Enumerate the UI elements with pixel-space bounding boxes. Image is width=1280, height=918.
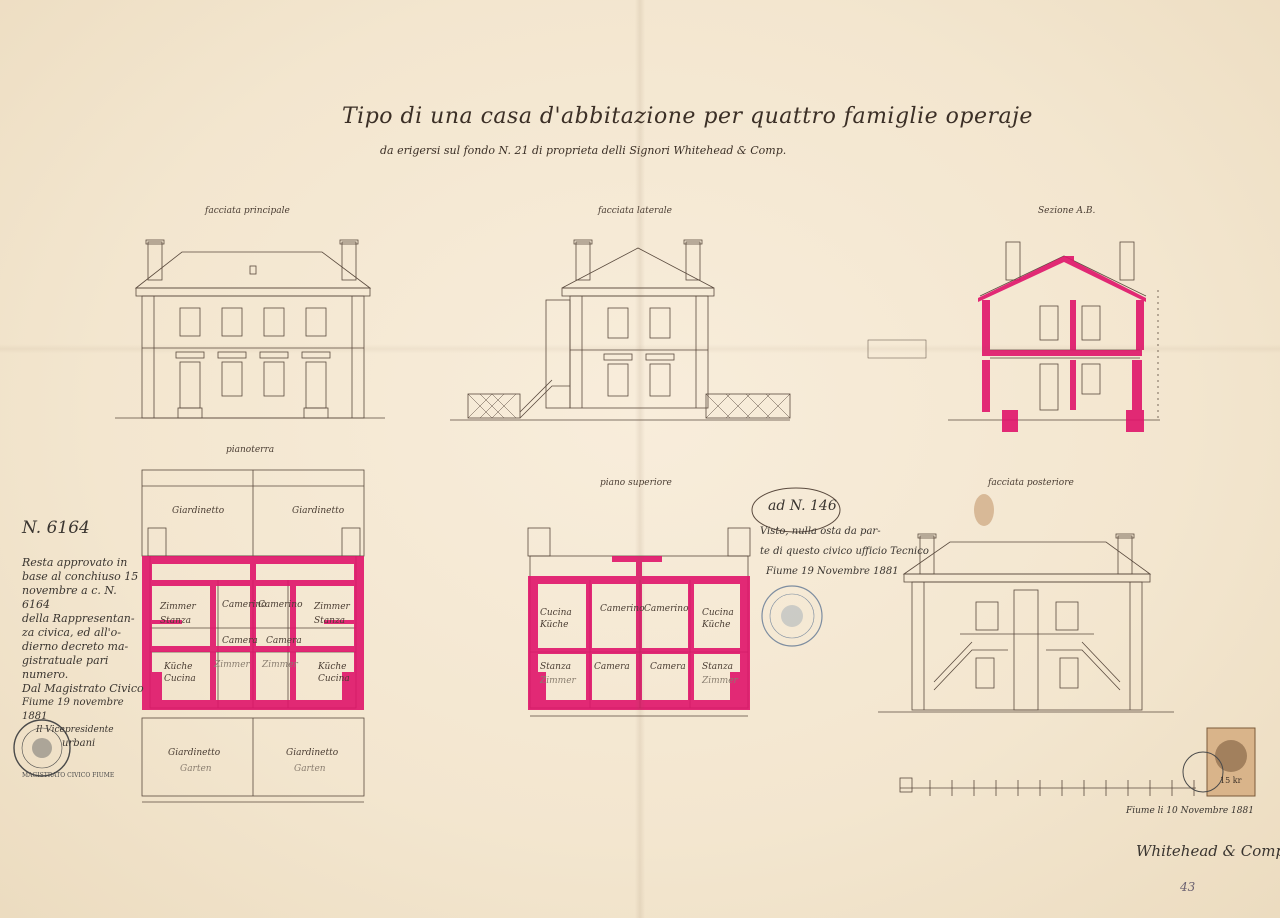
visto-ref: ad N. 146 — [768, 498, 837, 514]
label-giardinetto-2: Giardinetto — [292, 506, 345, 516]
room-cucina-1: Cucina — [164, 674, 196, 684]
room-zimmer-5: Zimmer — [540, 676, 576, 686]
room-camerino-2: Camerino — [258, 600, 303, 610]
approval-line: za civica, ed all'o- — [22, 626, 121, 639]
room-kuche-4: Küche — [702, 620, 731, 630]
room-kuche-3: Küche — [540, 620, 569, 630]
approval-line: Resta approvato in — [22, 556, 128, 569]
room-camera-1: Camera — [222, 636, 258, 646]
approval-note: Resta approvato in base al conchiuso 15 … — [22, 556, 148, 750]
label-sezione: Sezione A.B. — [1038, 206, 1096, 216]
room-camerino-1: Camerino — [222, 600, 267, 610]
room-zimmer-6: Zimmer — [702, 676, 738, 686]
visto-line-2: te di questo civico ufficio Tecnico — [760, 546, 929, 557]
approval-line: gistratuale pari — [22, 654, 109, 667]
room-cucina-4: Cucina — [702, 608, 734, 618]
label-pianoterra: pianoterra — [226, 445, 275, 455]
room-stanza-1: Stanza — [160, 616, 192, 626]
label-giardinetto-1: Giardinetto — [172, 506, 225, 516]
room-cucina-2: Cucina — [318, 674, 350, 684]
room-stanza-2: Stanza — [314, 616, 346, 626]
signature-date: Fiume li 10 Novembre 1881 — [1126, 806, 1254, 816]
room-kuche-2: Küche — [318, 662, 347, 672]
approval-line: novembre a c. N. 6164 — [22, 584, 117, 611]
visto-line-3: Fiume 19 Novembre 1881 — [766, 566, 899, 577]
room-stanza-4: Stanza — [702, 662, 734, 672]
approval-line: della Rappresentan- — [22, 612, 135, 625]
approval-line: base al conchiuso 15 — [22, 570, 139, 583]
label-garten-1: Garten — [180, 764, 212, 774]
room-camera-2: Camera — [266, 636, 302, 646]
sheet-title: Tipo di una casa d'abbitazione per quatt… — [342, 104, 1033, 129]
room-camera-4: Camera — [650, 662, 686, 672]
room-cucina-3: Cucina — [540, 608, 572, 618]
label-facciata-posteriore: facciata posteriore — [988, 478, 1074, 488]
approval-line: dierno decreto ma- — [22, 640, 129, 653]
approval-signature: urbani — [62, 738, 96, 749]
room-zimmer-3: Zimmer — [214, 660, 250, 670]
label-giardinetto-4: Giardinetto — [286, 748, 339, 758]
label-facciata-principale: facciata principale — [205, 206, 290, 216]
room-zimmer-2: Zimmer — [314, 602, 350, 612]
room-camerino-4: Camerino — [644, 604, 689, 614]
label-giardinetto-3: Giardinetto — [168, 748, 221, 758]
seal-magistrato: MAGISTRATO CIVICO FIUME — [22, 772, 115, 779]
label-garten-2: Garten — [294, 764, 326, 774]
room-zimmer-4: Zimmer — [262, 660, 298, 670]
room-camera-3: Camera — [594, 662, 630, 672]
page-number: 43 — [1180, 880, 1196, 894]
sheet-subtitle: da erigersi sul fondo N. 21 di proprieta… — [380, 144, 787, 157]
approval-line: numero. — [22, 668, 69, 681]
signature-name: Whitehead & Comp. — [1136, 842, 1280, 860]
approval-line: Dal Magistrato Civico — [22, 682, 144, 695]
label-facciata-laterale: facciata laterale — [598, 206, 672, 216]
approval-line: Il Vicepresidente — [36, 725, 114, 735]
room-stanza-3: Stanza — [540, 662, 572, 672]
room-zimmer-1: Zimmer — [160, 602, 196, 612]
approval-line: Fiume 19 novembre 1881 — [22, 697, 124, 722]
approval-number: N. 6164 — [22, 518, 90, 538]
room-camerino-3: Camerino — [600, 604, 645, 614]
revenue-stamp: 15 kr — [1220, 776, 1242, 785]
room-kuche-1: Küche — [164, 662, 193, 672]
visto-line-1: Visto, nulla osta da par- — [760, 526, 881, 537]
label-piano-superiore: piano superiore — [600, 478, 672, 488]
